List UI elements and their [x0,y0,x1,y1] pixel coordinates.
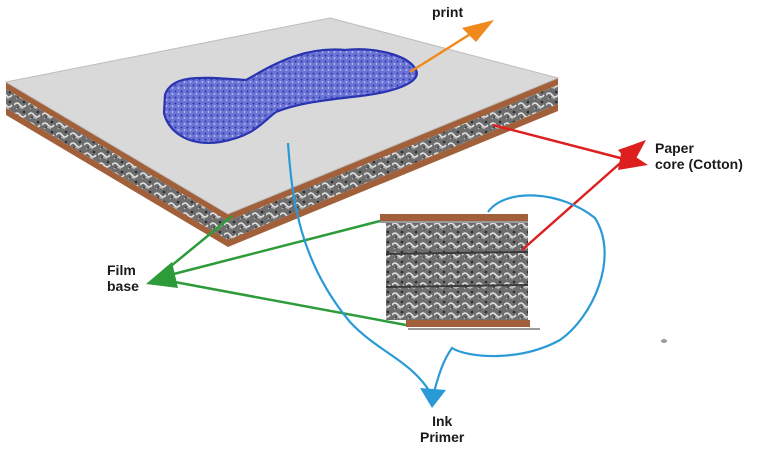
print-label: print [432,4,463,20]
ink-primer-arrow [286,142,606,408]
cross-section-film-top [380,214,528,221]
sheet-right-film-top [228,78,558,221]
paper-core-label: Paper core (Cotton) [655,140,743,172]
sheet-right-film-bottom [228,104,558,247]
print-arrow [409,20,494,74]
paper-core-arrow [492,123,648,170]
sheet-left-film-bottom [6,108,228,247]
sheet-left-film-top [6,82,228,221]
ink-primer-label-line2: Primer [420,429,465,445]
paper-core-label-line2: core (Cotton) [655,156,743,172]
sheet-left-core [6,89,228,240]
banknote-sheet [4,17,560,247]
film-base-label-line1: Film [107,262,136,278]
cross-section-core [386,222,528,320]
speck-mark [661,339,667,343]
sheet-right-core [228,85,558,240]
ink-primer-label: Ink Primer [420,413,464,445]
cross-section [380,214,540,330]
film-base-label-line2: base [107,278,139,294]
ink-primer-label-line1: Ink [432,413,453,429]
print-label-text: print [432,4,464,20]
paper-core-label-line1: Paper [655,140,694,156]
cross-section-film-bottom [406,320,530,327]
cross-section-divider-2 [385,284,529,288]
print-area [162,48,418,144]
cross-section-divider-1 [385,251,529,255]
film-base-label: Film base [107,262,139,294]
film-base-arrows [146,215,407,327]
